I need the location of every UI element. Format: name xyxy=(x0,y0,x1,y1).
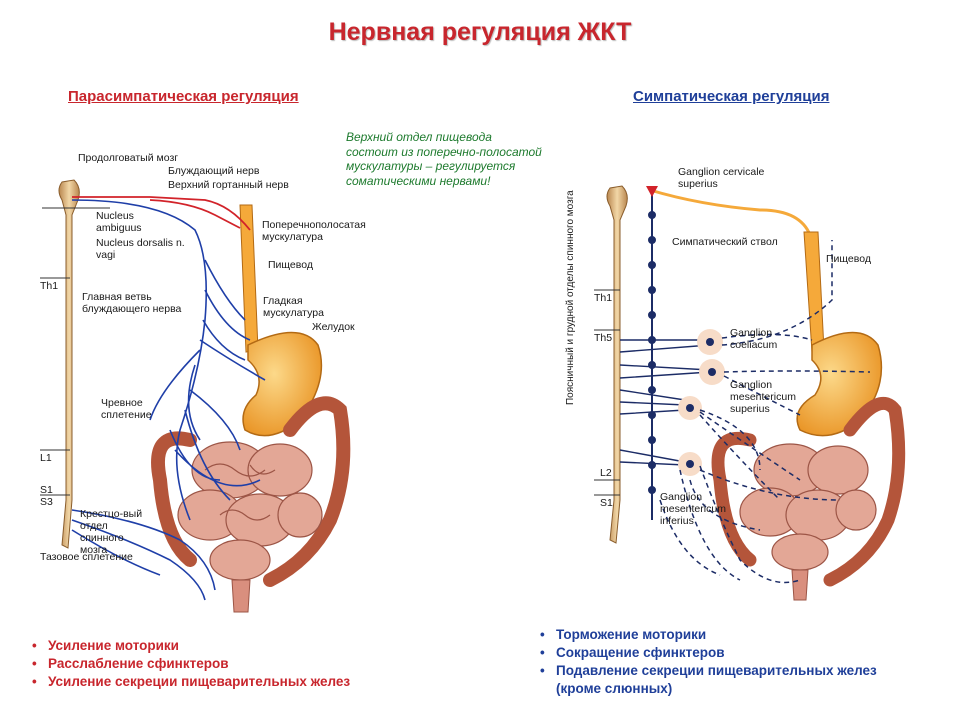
label-ganglion-mes-inf: Ganglion mesentericum inferius xyxy=(660,491,726,527)
label-th1-left: Th1 xyxy=(40,280,59,292)
effect-item: Подавление секреции пищеварительных желе… xyxy=(536,662,877,680)
rectum-left xyxy=(231,579,251,613)
effect-item: Торможение моторики xyxy=(536,626,877,644)
label-nucleus-dorsalis: Nucleus dorsalis n. vagi xyxy=(96,237,185,261)
label-s3-left: S3 xyxy=(40,496,53,508)
small-intestine-right xyxy=(739,443,877,571)
label-main-vagus-branch: Главная ветвь блуждающего нерва xyxy=(82,291,182,315)
effect-item-continuation: (кроме слюнных) xyxy=(556,681,673,696)
spinal-cord-right xyxy=(606,185,628,544)
colon-right xyxy=(711,396,906,587)
esophagus-right xyxy=(803,231,825,353)
label-esophagus-right: Пищевод xyxy=(826,253,871,265)
esophagus-note: Верхний отдел пищевода состоит из попере… xyxy=(346,130,542,188)
spinal-cord-left xyxy=(58,179,80,549)
page-title: Нервная регуляция ЖКТ xyxy=(328,18,632,46)
label-ganglion-mes-sup: Ganglion mesentericum superius xyxy=(730,379,796,415)
sympathetic-trunk xyxy=(648,190,656,520)
label-smooth-muscle: Гладкая мускулатура xyxy=(263,295,324,319)
rectum-right xyxy=(791,569,809,601)
effect-item: Усиление моторики xyxy=(28,637,350,655)
label-spinal-segments-vertical: Поясничный и грудной отделы спинного моз… xyxy=(565,190,576,405)
parasympathetic-heading: Парасимпатическая регуляция xyxy=(68,88,299,105)
parasympathetic-diagram xyxy=(40,179,351,613)
label-medulla: Продолговатый мозг xyxy=(78,152,179,164)
label-vagus: Блуждающий нерв xyxy=(168,165,260,177)
label-sympathetic-trunk: Симпатический ствол xyxy=(672,236,778,248)
effect-item: Сокращение сфинктеров xyxy=(536,644,877,662)
sympathetic-heading: Симпатическая регуляция xyxy=(633,88,830,105)
laryngeal-nerve-red xyxy=(72,196,251,231)
label-th1-right: Th1 xyxy=(594,292,613,304)
parasympathetic-effects: Усиление моторики Расслабление сфинктеро… xyxy=(28,637,350,691)
stomach-left xyxy=(242,331,323,437)
small-intestine-left xyxy=(177,441,323,581)
label-nucleus-ambiguus: Nucleus ambiguus xyxy=(96,210,142,234)
label-s1-right: S1 xyxy=(600,497,613,509)
esophagus-left xyxy=(239,204,259,353)
label-sacral-cord: Крестцо-вый отдел спинного мозга xyxy=(80,508,143,556)
label-ganglion-cervicale: Ganglion cervicale superius xyxy=(678,166,765,190)
sympathetic-effects: Торможение моторики Сокращение сфинктеро… xyxy=(536,626,877,698)
label-th5-right: Th5 xyxy=(594,332,613,344)
prevertebral-ganglia xyxy=(678,329,725,476)
label-s1-left: S1 xyxy=(40,484,53,496)
postganglionic-fibers xyxy=(659,240,871,584)
label-l2-right: L2 xyxy=(600,467,612,479)
label-laryngeal: Верхний гортанный нерв xyxy=(168,179,289,191)
cervical-nerve-orange xyxy=(649,188,812,236)
effect-item: Расслабление сфинктеров xyxy=(28,655,350,673)
label-l1-left: L1 xyxy=(40,452,52,464)
ganglion-cervicale-node xyxy=(646,186,658,197)
preganglionic-fibers xyxy=(619,339,711,466)
sympathetic-diagram xyxy=(594,185,906,601)
colon-left xyxy=(151,396,351,587)
label-celiac-plexus: Чревное сплетение xyxy=(101,397,152,421)
label-pelvic-plexus: Тазовое сплетение xyxy=(40,551,133,563)
effect-item: Усиление секреции пищеварительных желез xyxy=(28,673,350,691)
label-striated-muscle: Поперечнополосатая мускулатура xyxy=(262,219,366,243)
vagus-nerve-blue xyxy=(71,199,266,601)
label-esophagus-left: Пищевод xyxy=(268,259,313,271)
label-stomach: Желудок xyxy=(312,321,355,333)
label-ganglion-coeliacum: Ganglion coeliacum xyxy=(730,327,778,351)
